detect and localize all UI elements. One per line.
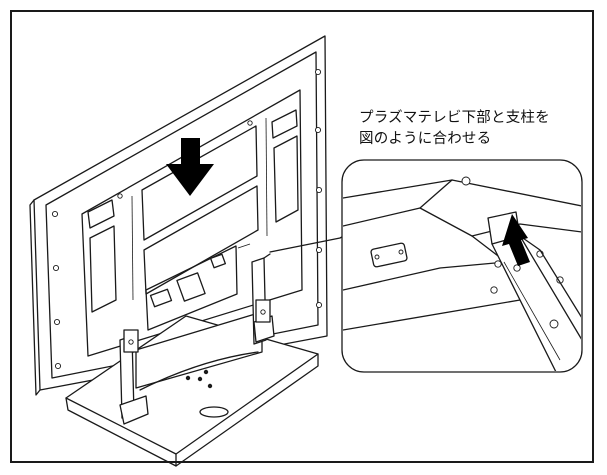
instruction-line-1: プラズマテレビ下部と支柱を (359, 110, 550, 126)
up-arrow-icon (502, 214, 530, 266)
instruction-line-2: 図のように合わせる (359, 131, 492, 147)
illustration-frame (10, 10, 594, 463)
detail-inset (341, 159, 583, 373)
tv-stand (65, 253, 319, 467)
instruction-text: プラズマテレビ下部と支柱を 図のように合わせる (359, 108, 599, 150)
down-arrow-icon (166, 138, 214, 196)
